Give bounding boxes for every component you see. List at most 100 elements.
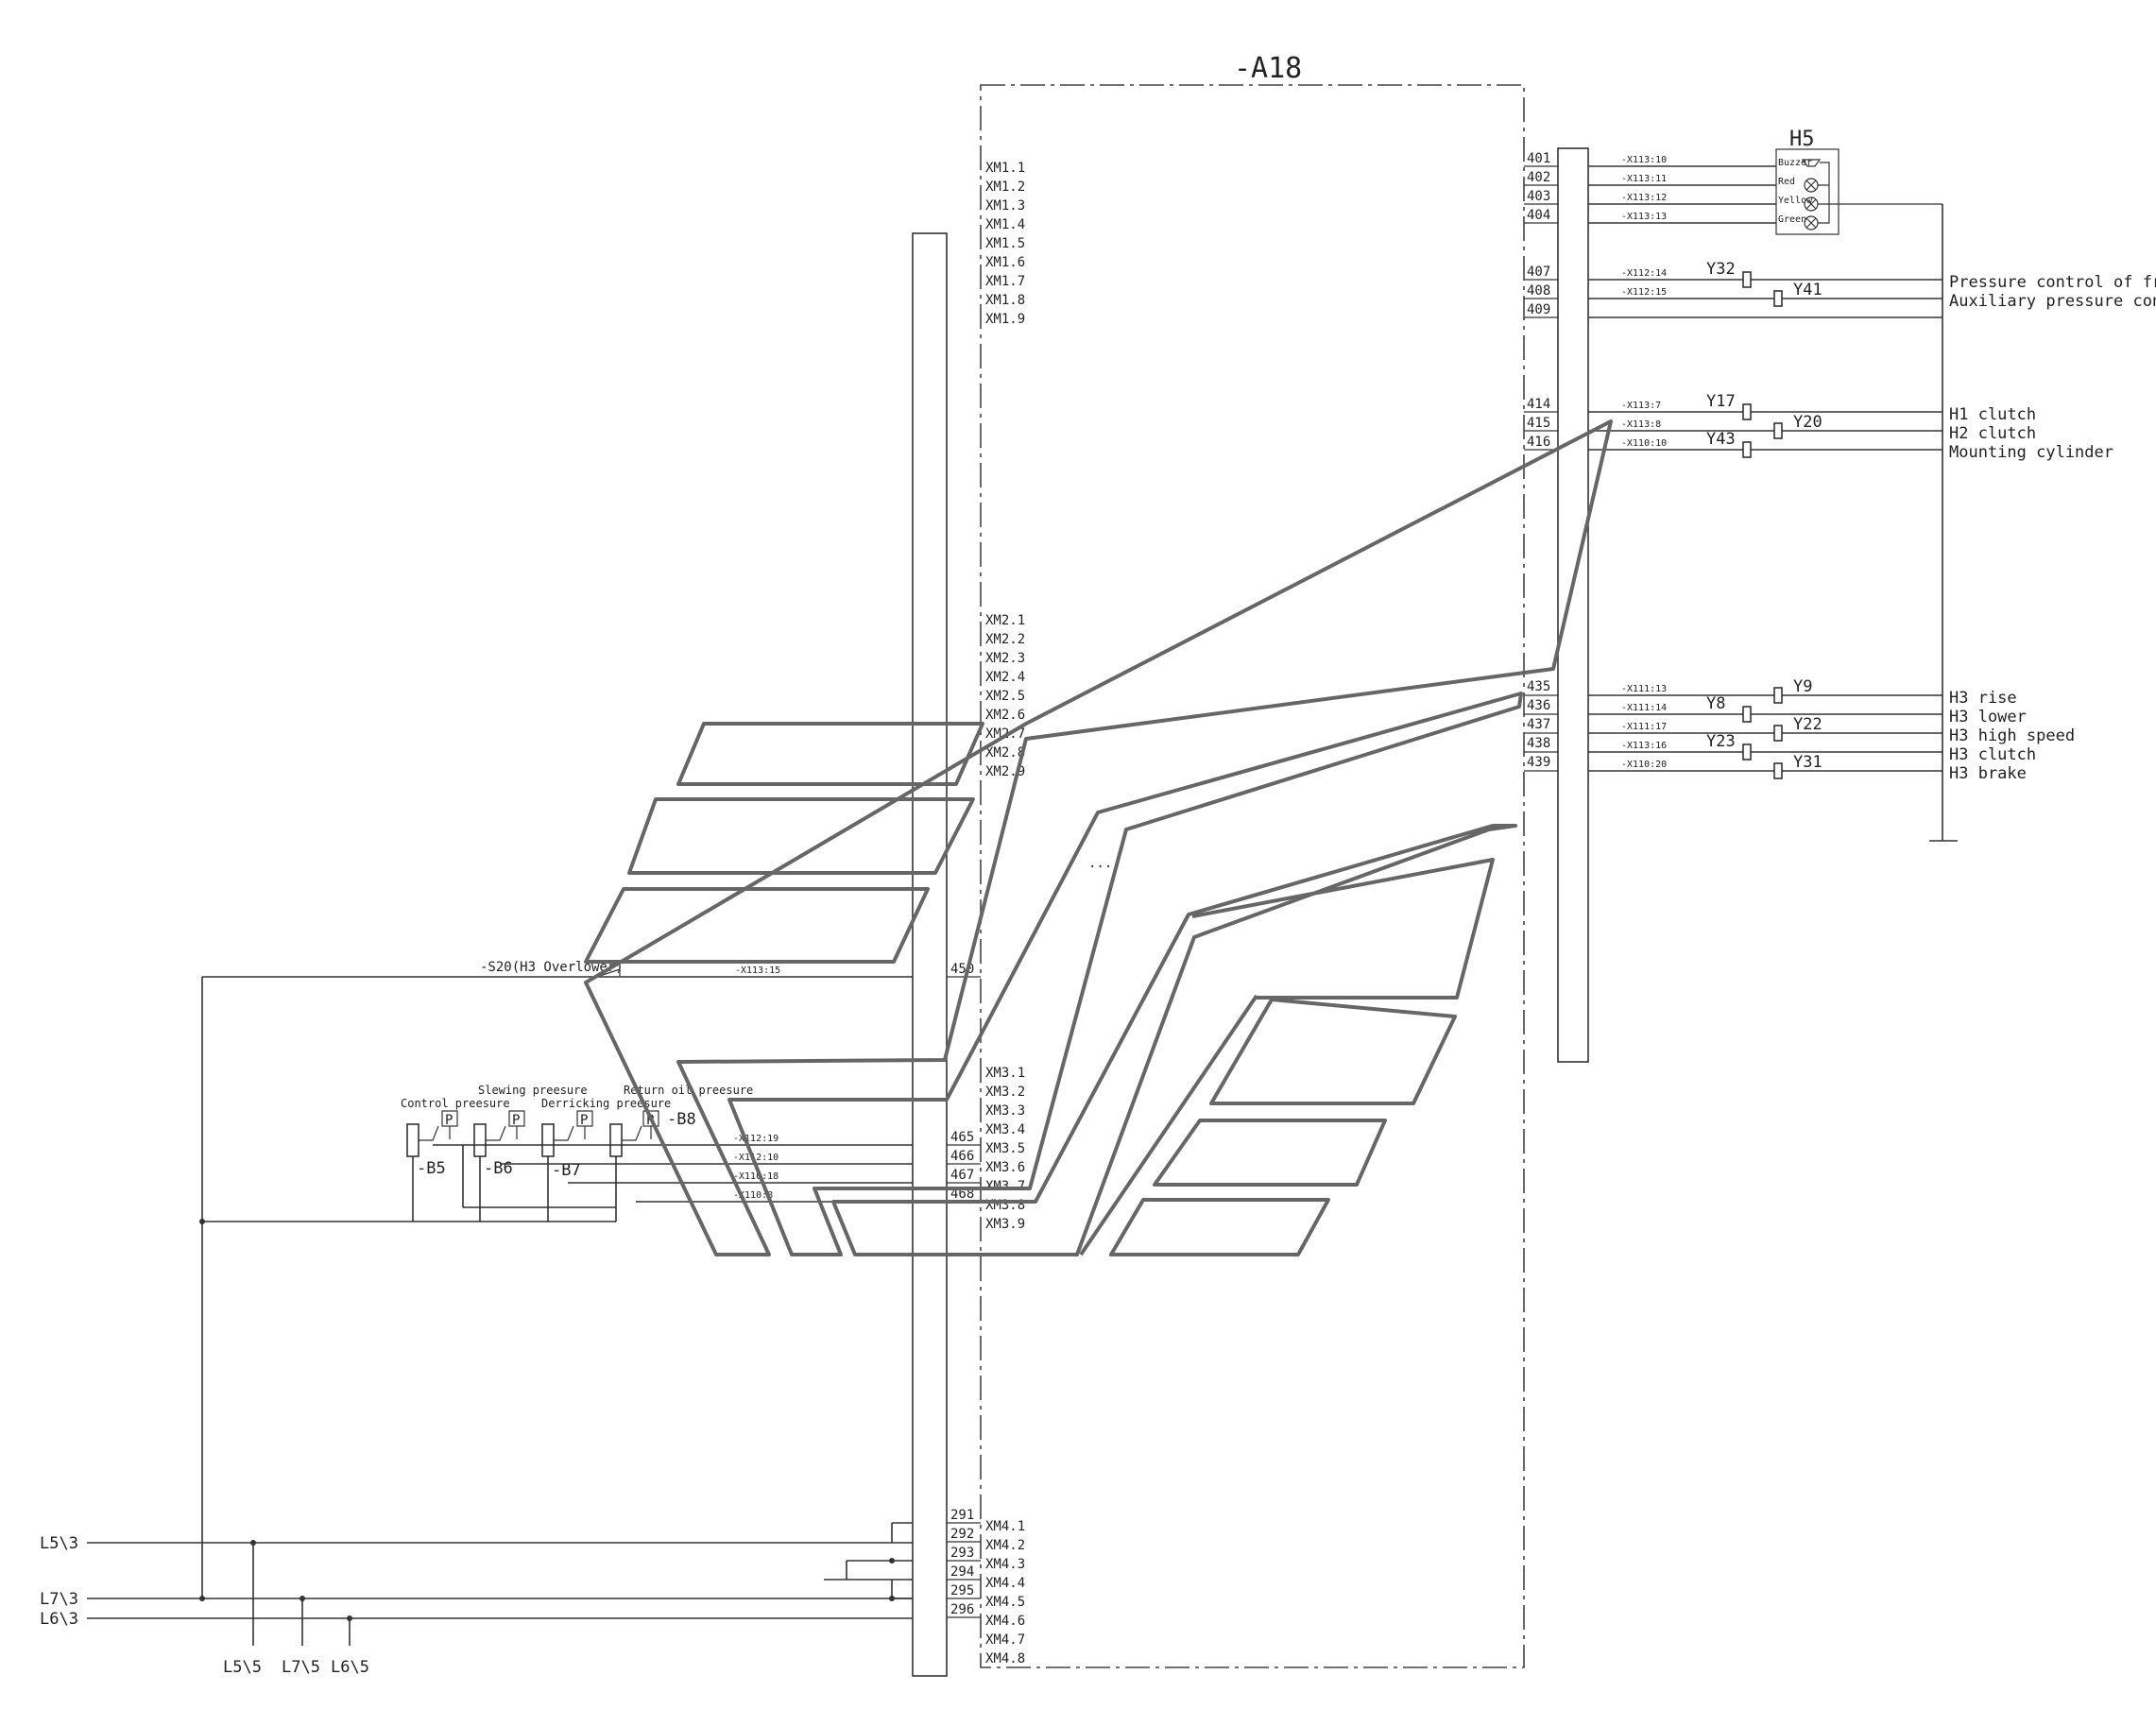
wire-label: -X111:17 bbox=[1621, 722, 1667, 732]
function-label: H3 brake bbox=[1949, 764, 2027, 783]
wire-label: -X112:19 bbox=[733, 1134, 779, 1144]
p-symbol: P bbox=[512, 1113, 520, 1128]
terminal-number: 409 bbox=[1527, 302, 1550, 317]
valve-group-c: 435 436 437 438 439 -X111:13 -X111:14 -X… bbox=[1524, 677, 2075, 783]
terminal-number: 415 bbox=[1527, 416, 1550, 431]
p-symbol: P bbox=[445, 1113, 453, 1128]
xm-label: XM1.9 bbox=[985, 312, 1025, 327]
xm-label: XM1.2 bbox=[985, 179, 1025, 195]
h5-item: Yellow bbox=[1778, 196, 1813, 206]
xm-label: XM3.2 bbox=[985, 1085, 1025, 1100]
terminal-number: 435 bbox=[1527, 679, 1550, 694]
device-label: Y22 bbox=[1793, 715, 1822, 734]
terminal-number: 465 bbox=[950, 1130, 974, 1145]
supply-label: L5\3 bbox=[40, 1534, 78, 1553]
solenoid-icon bbox=[1773, 422, 1783, 439]
terminal-number: 438 bbox=[1527, 736, 1550, 751]
xm-label: XM2.4 bbox=[985, 670, 1025, 685]
xm-label: XM2.5 bbox=[985, 689, 1025, 704]
valve-group-a: 407 408 409 -X112:14 -X112:15 Y32 Y41 Pr… bbox=[1524, 260, 2156, 318]
device-label: Y17 bbox=[1706, 392, 1736, 411]
terminal-number: 408 bbox=[1527, 283, 1550, 299]
device-label: -B5 bbox=[417, 1159, 446, 1178]
sensor-b8: P -B8 bbox=[609, 1110, 696, 1157]
p-symbol: P bbox=[580, 1113, 588, 1128]
solenoid-icon bbox=[1773, 725, 1783, 742]
dots-text: ... bbox=[1088, 856, 1112, 871]
function-label: H2 clutch bbox=[1949, 424, 2036, 443]
device-label: Y20 bbox=[1793, 413, 1822, 432]
xm-label: XM4.4 bbox=[985, 1576, 1025, 1591]
xm-label: XM4.2 bbox=[985, 1538, 1025, 1553]
device-label: -B6 bbox=[484, 1159, 513, 1178]
function-label: Mounting cylinder bbox=[1949, 443, 2113, 462]
supply-label: L7\3 bbox=[40, 1590, 78, 1609]
xm-labels: XM1.1 XM1.2 XM1.3 XM1.4 XM1.5 XM1.6 XM1.… bbox=[985, 161, 1025, 1666]
solenoid-icon bbox=[1742, 403, 1752, 420]
supply-label: L7\5 bbox=[282, 1658, 320, 1677]
wire-label: -X113:7 bbox=[1621, 401, 1661, 411]
h5-item: Red bbox=[1778, 177, 1795, 187]
terminal-number: 407 bbox=[1527, 265, 1550, 280]
h5-label: H5 bbox=[1789, 128, 1815, 151]
lamp-icon bbox=[1804, 178, 1819, 193]
xm-label: XM1.5 bbox=[985, 236, 1025, 251]
xm-label: XM4.7 bbox=[985, 1632, 1025, 1648]
sensor-title: Control preesure bbox=[401, 1097, 510, 1110]
function-label: H3 rise bbox=[1949, 689, 2017, 708]
xm-label: XM3.9 bbox=[985, 1217, 1025, 1232]
terminal-number: 295 bbox=[950, 1583, 974, 1598]
pressure-sensors-group: Control preesure Slewing preesure Derric… bbox=[199, 1084, 981, 1224]
wire-label: -X110:10 bbox=[1621, 438, 1667, 449]
xm-label: XM3.5 bbox=[985, 1141, 1025, 1156]
xm-label: XM1.8 bbox=[985, 293, 1025, 308]
module-a18-title: -A18 bbox=[1234, 52, 1302, 85]
wire-label: -X110:20 bbox=[1621, 760, 1667, 770]
xm-label: XM3.4 bbox=[985, 1122, 1025, 1137]
wire-label: -X113:10 bbox=[1621, 155, 1667, 165]
solenoid-icon bbox=[1773, 687, 1783, 704]
function-label: Auxiliary pressure control bbox=[1949, 292, 2156, 311]
overlay-shapes: ... bbox=[584, 419, 1613, 1256]
wire-label: -X111:13 bbox=[1621, 684, 1667, 694]
wire-label: -X111:14 bbox=[1621, 703, 1667, 713]
xm-label: XM4.6 bbox=[985, 1614, 1025, 1629]
solenoid-icon bbox=[1742, 743, 1752, 760]
h5-item: Green bbox=[1778, 214, 1806, 225]
xm-label: XM2.6 bbox=[985, 708, 1025, 723]
right-terminal-strip bbox=[1557, 147, 1589, 1063]
solenoid-icon bbox=[1742, 441, 1752, 458]
terminal-number: 291 bbox=[950, 1508, 974, 1523]
module-a18: -A18 bbox=[980, 52, 1525, 1668]
terminal-number: 402 bbox=[1527, 170, 1550, 185]
terminal-number: 293 bbox=[950, 1546, 974, 1561]
xm-label: XM1.3 bbox=[985, 198, 1025, 214]
terminal-number: 292 bbox=[950, 1527, 974, 1542]
left-terminal-strip bbox=[912, 232, 948, 1677]
sensor-title: Derricking preesure bbox=[541, 1097, 671, 1110]
wire-label: -X112:15 bbox=[1621, 287, 1667, 298]
valve-group-b: 414 415 416 -X113:7 -X113:8 -X110:10 Y17… bbox=[1524, 392, 2113, 462]
h5-signal-group: 401 402 403 404 -X113:10 -X113:11 -X113:… bbox=[1524, 128, 1942, 235]
supply-label: L5\5 bbox=[223, 1658, 262, 1677]
function-label: H1 clutch bbox=[1949, 405, 2036, 424]
sensor-title: Slewing preesure bbox=[478, 1084, 588, 1097]
h5-box bbox=[1775, 148, 1839, 235]
xm-label: XM4.8 bbox=[985, 1651, 1025, 1666]
xm-label: XM3.1 bbox=[985, 1066, 1025, 1081]
wire-label: -X113:12 bbox=[1621, 193, 1667, 203]
wire-label: -X113:15 bbox=[735, 966, 780, 976]
supply-label: L6\3 bbox=[40, 1610, 78, 1629]
wire-label: -X110:18 bbox=[733, 1171, 779, 1182]
xm-label: XM2.8 bbox=[985, 745, 1025, 760]
terminal-number: 294 bbox=[950, 1564, 974, 1580]
buzzer-icon bbox=[1801, 159, 1822, 167]
sensor-b7: P -B7 bbox=[541, 1110, 593, 1180]
sensor-b5: P -B5 bbox=[406, 1110, 458, 1178]
solenoid-icon bbox=[1742, 706, 1752, 723]
terminal-number: 467 bbox=[950, 1168, 974, 1183]
device-label: Y23 bbox=[1706, 732, 1736, 751]
terminal-number: 439 bbox=[1527, 755, 1550, 770]
h5-item: Buzzer bbox=[1778, 158, 1812, 168]
xm-label: XM1.6 bbox=[985, 255, 1025, 270]
